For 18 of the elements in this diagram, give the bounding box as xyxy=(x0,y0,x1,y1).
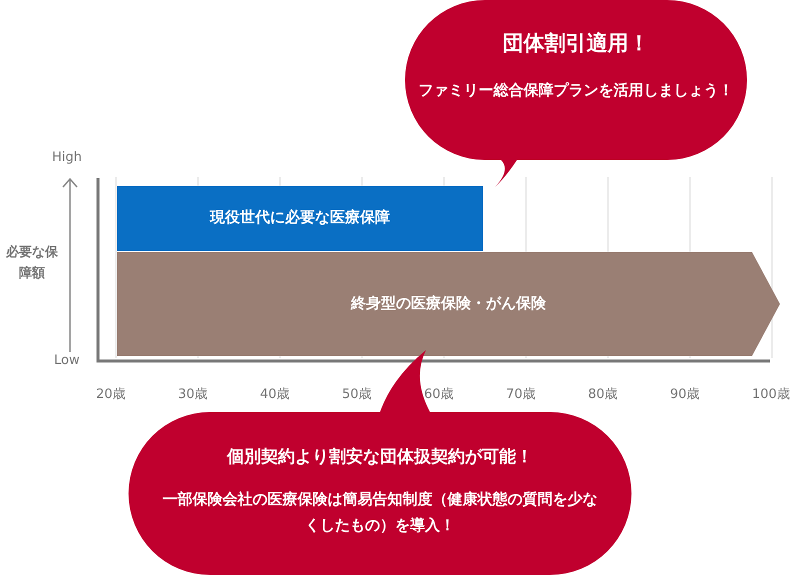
axis-label: Low xyxy=(54,353,80,368)
tick-label: 60歳 xyxy=(424,386,454,403)
axis-title: 必要な保障額 xyxy=(4,244,59,283)
tick-label: 50歳 xyxy=(342,386,372,403)
bubble-text: ファミリー総合保障プランを活用しましょう！ xyxy=(418,80,734,101)
axis-label: High xyxy=(52,150,82,165)
bar-label: 終身型の医療保険・がん保険 xyxy=(350,294,547,314)
tick-label: 70歳 xyxy=(506,386,536,403)
tick-label: 40歳 xyxy=(260,386,290,403)
tick-label: 90歳 xyxy=(670,386,700,403)
tick-label: 20歳 xyxy=(96,386,126,403)
tick-label: 30歳 xyxy=(178,386,208,403)
bubble-text: 一部保険会社の医療保険は簡易告知制度（健康状態の質問を少なくしたもの）を導入！ xyxy=(162,489,598,536)
bubble-heading: 個別契約より割安な団体扱契約が可能！ xyxy=(226,446,534,468)
tick-label: 100歳 xyxy=(752,386,790,403)
tick-label: 80歳 xyxy=(588,386,618,403)
bubble-heading: 団体割引適用！ xyxy=(502,30,650,57)
bar-label: 現役世代に必要な医療保障 xyxy=(208,208,391,228)
